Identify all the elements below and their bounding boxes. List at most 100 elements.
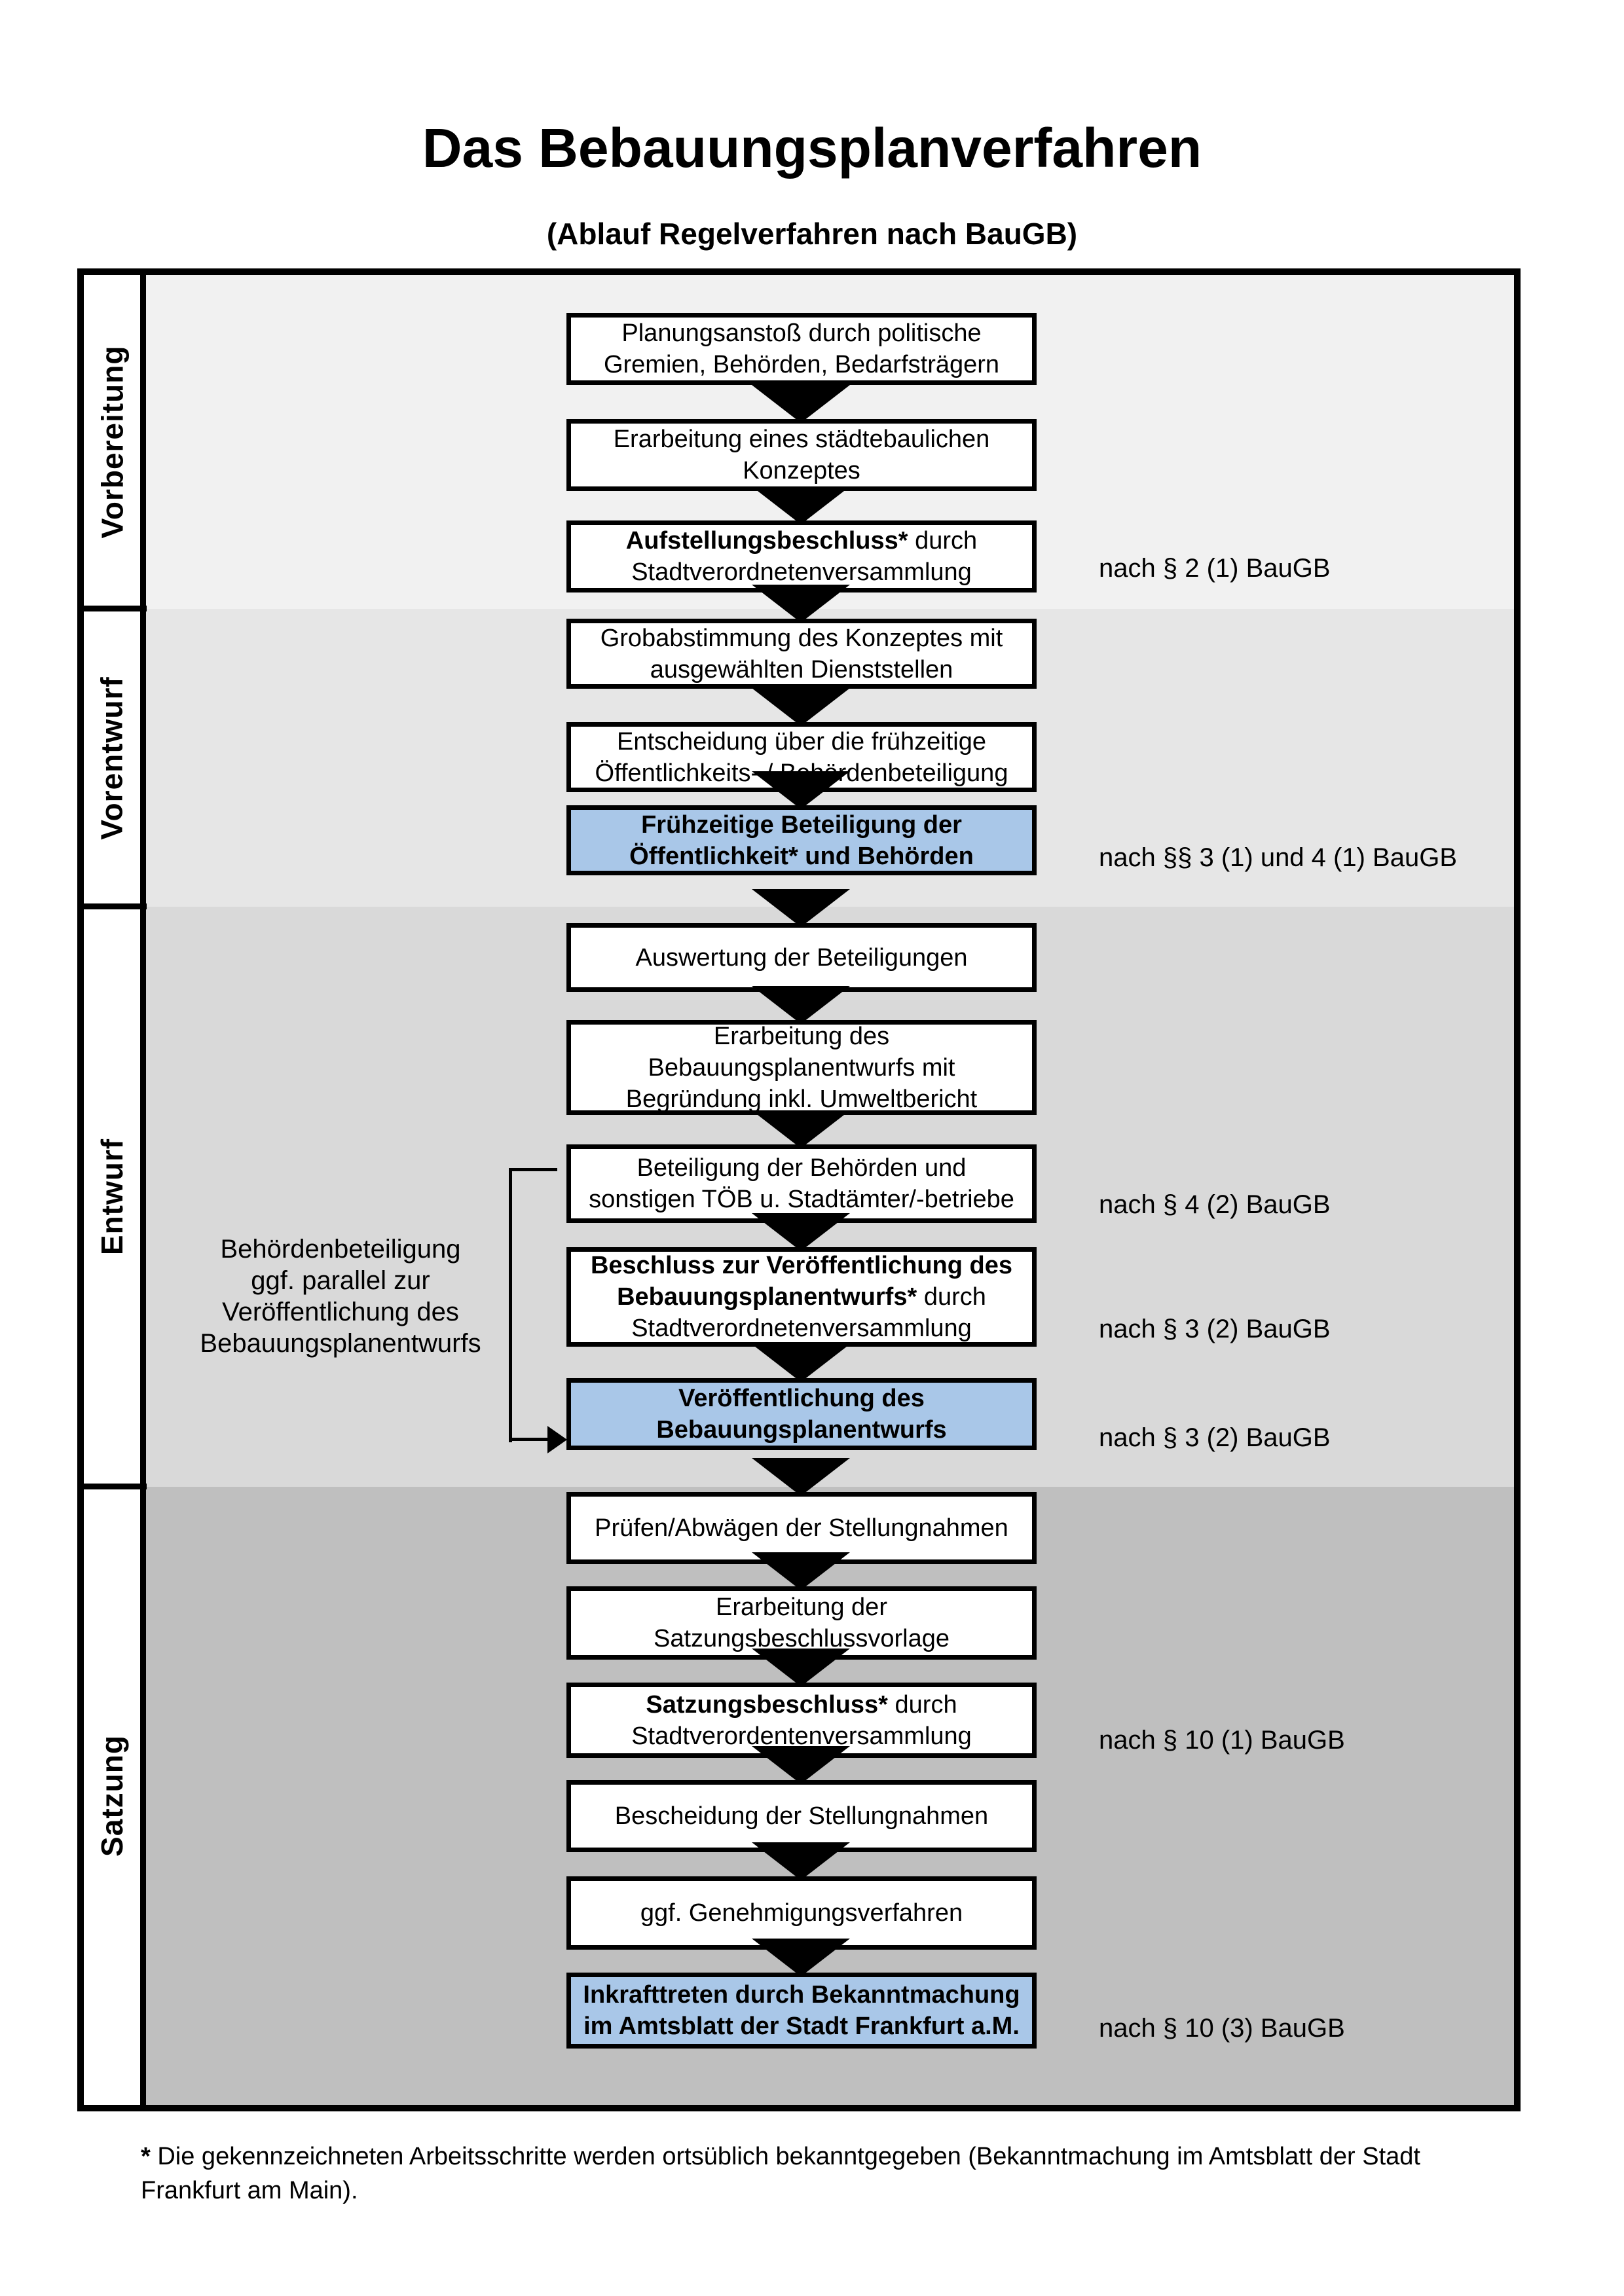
parallel-bracket-vertical-line bbox=[509, 1168, 512, 1442]
arrow-down-icon bbox=[752, 1939, 850, 1977]
parallel-bracket-bottom-line bbox=[509, 1438, 549, 1441]
text-segment: Auswertung der Beteiligungen bbox=[635, 943, 968, 972]
text-segment: Stadtverordnetenversammlung bbox=[631, 558, 972, 586]
text-segment: Bebauungsplanentwurfs mit bbox=[648, 1053, 955, 1082]
text-segment: Inkrafttreten bbox=[583, 1981, 729, 2009]
flow-box-line: Stadtverordnetenversammlung bbox=[631, 1313, 972, 1344]
phase-label-satzung: Satzung bbox=[77, 1487, 147, 2105]
arrow-down-icon bbox=[752, 1458, 850, 1496]
page-subtitle: (Ablauf Regelverfahren nach BauGB) bbox=[546, 217, 1078, 251]
flow-box-step-7: Auswertung der Beteiligungen bbox=[566, 923, 1037, 992]
flow-box-line: ausgewählten Dienststellen bbox=[650, 654, 953, 685]
law-reference: nach §§ 3 (1) und 4 (1) BauGB bbox=[1099, 843, 1457, 872]
arrow-down-icon bbox=[752, 1213, 850, 1251]
text-segment: Satzungsbeschlussvorlage bbox=[653, 1625, 950, 1652]
text-segment: Erarbeitung eines städtebaulichen bbox=[613, 426, 990, 453]
arrow-down-icon bbox=[752, 486, 850, 524]
arrow-down-icon bbox=[752, 1746, 850, 1784]
law-reference: nach § 3 (2) BauGB bbox=[1099, 1423, 1331, 1452]
flow-box-line: Auswertung der Beteiligungen bbox=[635, 942, 967, 974]
text-segment: Grobabstimmung des Konzeptes mit bbox=[600, 624, 1003, 652]
phase-label-vorbereitung: Vorbereitung bbox=[77, 275, 147, 609]
text-segment: im Amtsblatt der Stadt Frankfurt a.M. bbox=[583, 2013, 1020, 2040]
arrow-down-icon bbox=[752, 1110, 850, 1148]
text-segment: durch bbox=[917, 1283, 986, 1311]
arrow-down-icon bbox=[752, 385, 850, 423]
phase-label-text: Vorentwurf bbox=[95, 676, 129, 840]
law-reference: nach § 4 (2) BauGB bbox=[1099, 1190, 1331, 1219]
text-segment: Bebauungsplanentwurfs bbox=[656, 1416, 947, 1444]
arrow-down-icon bbox=[752, 1842, 850, 1880]
arrow-down-icon bbox=[752, 1552, 850, 1590]
phase-divider bbox=[77, 903, 147, 909]
text-segment: durch bbox=[908, 527, 978, 555]
flow-box-line: Bescheidung der Stellungnahmen bbox=[615, 1800, 988, 1832]
flow-box-line: Stadtverordnetenversammlung bbox=[631, 556, 972, 588]
flow-box-line: Beteiligung der Behörden und bbox=[637, 1152, 967, 1184]
text-segment: Beteiligung der Behörden und bbox=[637, 1154, 967, 1182]
flow-box-step-9: Beteiligung der Behörden und sonstigen TÖ… bbox=[566, 1144, 1037, 1223]
phase-label-entwurf: Entwurf bbox=[77, 907, 147, 1487]
flow-box-line: Bebauungsplanentwurfs bbox=[656, 1414, 946, 1446]
flow-box-line: Grobabstimmung des Konzeptes mit bbox=[600, 623, 1003, 654]
arrow-down-icon bbox=[752, 1344, 850, 1382]
flow-box-line: Bebauungsplanentwurfs mit bbox=[648, 1052, 955, 1084]
phase-label-vorentwurf: Vorentwurf bbox=[77, 609, 147, 907]
flow-box-line: Begründung inkl. Umweltbericht bbox=[626, 1084, 978, 1115]
law-reference: nach § 10 (1) BauGB bbox=[1099, 1726, 1345, 1755]
text-segment: durch Bekanntmachung bbox=[728, 1981, 1020, 2009]
footnote: * Die gekennzeichneten Arbeitsschritte w… bbox=[141, 2140, 1529, 2208]
law-reference: nach § 3 (2) BauGB bbox=[1099, 1315, 1331, 1343]
flow-box-line: Konzeptes bbox=[743, 455, 860, 486]
flow-box-line: im Amtsblatt der Stadt Frankfurt a.M. bbox=[583, 2011, 1020, 2042]
text-segment: Stadtverordentenversammlung bbox=[631, 1722, 972, 1750]
flow-box-line: Veröffentlichung des bbox=[678, 1383, 925, 1414]
side-note-line: Bebauungsplanentwurfs bbox=[200, 1329, 481, 1358]
flow-box-line: Erarbeitung der bbox=[716, 1592, 887, 1623]
text-segment: Planungsanstoß durch politische bbox=[621, 319, 982, 347]
text-segment: Aufstellungsbeschluss* bbox=[625, 527, 908, 555]
page-title: Das Bebauungsplanverfahren bbox=[422, 117, 1202, 179]
flow-box-line: Öffentlichkeit* und Behörden bbox=[629, 841, 974, 872]
text-segment: Erarbeitung der bbox=[716, 1594, 887, 1621]
flow-box-line: Inkrafttreten durch Bekanntmachung bbox=[583, 1979, 1020, 2011]
side-note-line: Veröffentlichung des bbox=[222, 1298, 459, 1326]
parallel-bracket-top-line bbox=[509, 1168, 557, 1171]
phase-label-text: Entwurf bbox=[95, 1138, 130, 1256]
text-segment: sonstigen TÖB u. Stadtämter/-betriebe bbox=[589, 1186, 1014, 1213]
text-segment: Frühzeitige Beteiligung der bbox=[641, 811, 962, 839]
flow-box-line: Stadtverordentenversammlung bbox=[631, 1721, 972, 1752]
arrow-down-icon bbox=[752, 1649, 850, 1686]
law-reference: nach § 2 (1) BauGB bbox=[1099, 554, 1331, 583]
flow-box-line: Aufstellungsbeschluss* durch bbox=[626, 525, 977, 556]
flow-box-line: Erarbeitung eines städtebaulichen bbox=[614, 424, 990, 455]
phase-column-separator bbox=[140, 272, 146, 2108]
side-note-line: ggf. parallel zur bbox=[251, 1266, 430, 1295]
arrow-down-icon bbox=[752, 771, 850, 809]
text-segment: Öffentlichkeit* und Behörden bbox=[629, 842, 974, 870]
flow-box-line: Bebauungsplanentwurfs* durch bbox=[617, 1281, 986, 1313]
text-segment: Erarbeitung des bbox=[713, 1022, 890, 1050]
text-segment: Veröffentlichung des bbox=[678, 1385, 925, 1412]
text-segment: Prüfen/Abwägen der Stellungnahmen bbox=[595, 1514, 1008, 1542]
flow-box-line: Satzungsbeschluss* durch bbox=[646, 1689, 957, 1721]
flow-box-step-15: Bescheidung der Stellungnahmen bbox=[566, 1780, 1037, 1852]
flow-box-line: sonstigen TÖB u. Stadtämter/-betriebe bbox=[589, 1184, 1014, 1215]
side-note-line: Behördenbeteiligung bbox=[220, 1235, 461, 1264]
text-segment: Gremien, Behörden, Bedarfsträgern bbox=[603, 351, 1000, 378]
flow-box-line: Planungsanstoß durch politische bbox=[621, 318, 981, 349]
phase-label-text: Vorbereitung bbox=[95, 345, 130, 539]
flow-box-line: Gremien, Behörden, Bedarfsträgern bbox=[604, 349, 999, 380]
arrow-right-icon bbox=[547, 1426, 567, 1453]
flow-box-line: Satzungsbeschlussvorlage bbox=[654, 1623, 950, 1654]
text-segment: Konzeptes bbox=[743, 457, 860, 484]
law-reference: nach § 10 (3) BauGB bbox=[1099, 2014, 1345, 2043]
arrow-down-icon bbox=[752, 986, 850, 1024]
